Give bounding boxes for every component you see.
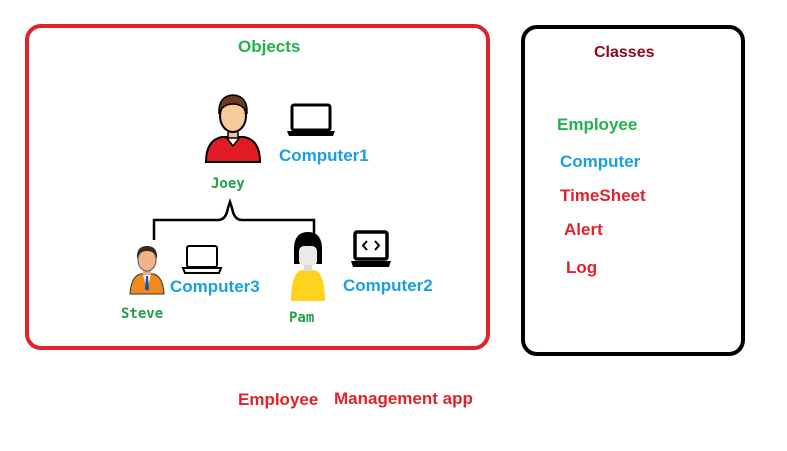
- joey-avatar-icon: [204, 94, 262, 163]
- computer1-label: Computer1: [279, 146, 369, 165]
- caption-employee: Employee: [238, 390, 319, 409]
- objects-panel: [25, 24, 490, 350]
- joey-label: Joey: [211, 176, 245, 192]
- computer2-label: Computer2: [343, 276, 433, 295]
- class-computer: Computer: [560, 152, 641, 171]
- hierarchy-brace: [152, 198, 316, 240]
- computer3-label: Computer3: [170, 277, 260, 296]
- steve-label: Steve: [121, 306, 164, 322]
- pam-label: Pam: [289, 310, 315, 326]
- class-log: Log: [566, 258, 598, 277]
- classes-title: Classes: [594, 44, 655, 61]
- code-laptop-icon: [351, 230, 391, 267]
- class-timesheet: TimeSheet: [560, 186, 646, 205]
- pam-avatar-icon: [291, 232, 325, 301]
- objects-title: Objects: [238, 37, 301, 56]
- caption-management-app: Management app: [334, 389, 473, 408]
- laptop-icon: [181, 245, 223, 274]
- steve-avatar-icon: [129, 246, 165, 295]
- class-alert: Alert: [564, 220, 603, 239]
- classes-panel: [521, 25, 745, 356]
- laptop-icon: [287, 103, 335, 136]
- class-employee: Employee: [557, 115, 638, 134]
